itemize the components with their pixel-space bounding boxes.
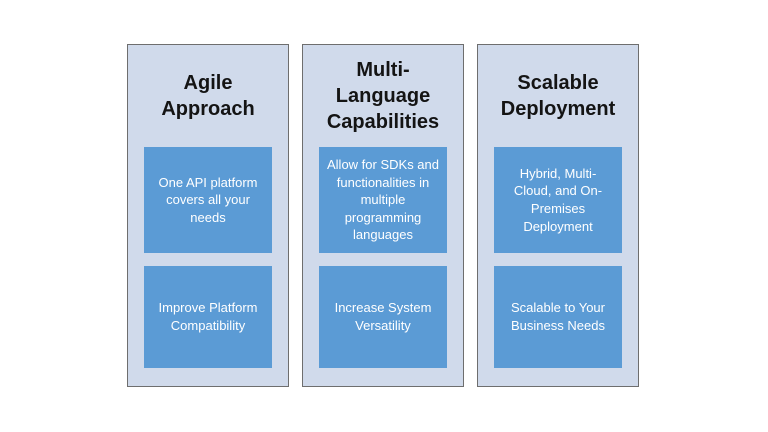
column-title: Multi-Language Capabilities bbox=[326, 59, 440, 133]
column-panel-agile-approach: Agile Approach One API platform covers a… bbox=[127, 44, 289, 387]
three-column-layout: Agile Approach One API platform covers a… bbox=[127, 44, 639, 387]
column-title: Scalable Deployment bbox=[500, 72, 616, 120]
feature-box: Allow for SDKs and functionalities in mu… bbox=[319, 147, 447, 253]
feature-box: One API platform covers all your needs bbox=[144, 147, 272, 253]
feature-box: Hybrid, Multi-Cloud, and On-Premises Dep… bbox=[494, 147, 622, 253]
column-panel-scalable-deployment: Scalable Deployment Hybrid, Multi-Cloud,… bbox=[477, 44, 639, 387]
benefit-box: Increase System Versatility bbox=[319, 266, 447, 368]
benefit-box: Improve Platform Compatibility bbox=[144, 266, 272, 368]
benefit-box: Scalable to Your Business Needs bbox=[494, 266, 622, 368]
column-panel-multi-language: Multi-Language Capabilities Allow for SD… bbox=[302, 44, 464, 387]
column-title: Agile Approach bbox=[161, 72, 255, 120]
